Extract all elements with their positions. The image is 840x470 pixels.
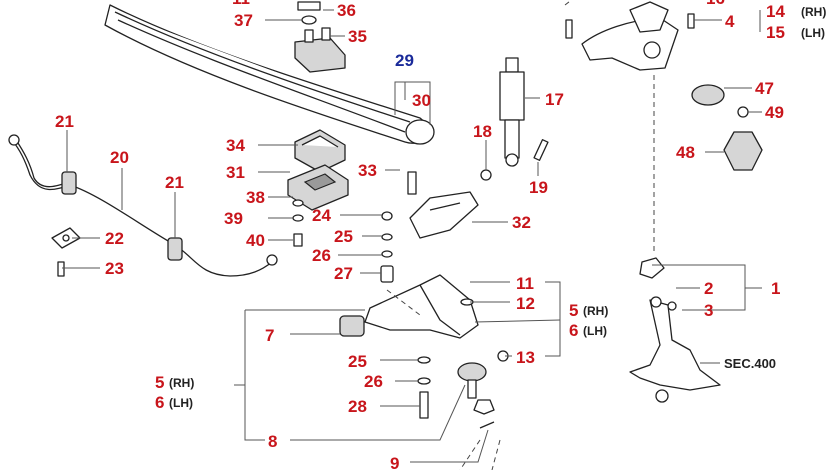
callout-1: 1 <box>771 279 780 298</box>
callout-48: 48 <box>676 143 695 162</box>
callout-23: 23 <box>105 259 124 278</box>
callout-18: 18 <box>473 122 492 141</box>
callout-22: 22 <box>105 229 124 248</box>
callout-numbers: 1 2 3 4 5 6 5 6 7 8 9 11 11 12 13 14 15 … <box>55 0 785 470</box>
callout-36: 36 <box>337 1 356 20</box>
callout-8: 8 <box>268 432 277 451</box>
shock-bracket-32 <box>407 171 479 239</box>
callout-16: 16 <box>706 0 725 8</box>
bump-stopper-47-48 <box>691 84 763 171</box>
callout-12: 12 <box>516 294 535 313</box>
callout-37: 37 <box>234 11 253 30</box>
callout-17: 17 <box>545 90 564 109</box>
callout-11: 11 <box>516 274 534 293</box>
section-reference: SEC.400 <box>724 356 776 371</box>
assembly-lines <box>386 0 655 470</box>
callout-47: 47 <box>755 79 774 98</box>
callout-5-right: 5 <box>569 301 578 320</box>
callout-20: 20 <box>110 148 129 167</box>
callout-27: 27 <box>334 264 353 283</box>
callout-21-right: 21 <box>165 173 184 192</box>
steering-knuckle <box>629 257 721 403</box>
callout-35: 35 <box>348 27 367 46</box>
small-hardware-left <box>292 199 304 247</box>
callout-26-lower: 26 <box>364 372 383 391</box>
callout-38: 38 <box>246 188 265 207</box>
tag-lh-left: (LH) <box>169 396 193 410</box>
tag-rh-right: (RH) <box>583 304 608 318</box>
bracket-and-bolt-left <box>51 227 81 277</box>
callout-15: 15 <box>766 23 785 42</box>
callout-31: 31 <box>226 163 245 182</box>
callout-26-upper: 26 <box>312 246 331 265</box>
tag-rh-left: (RH) <box>169 376 194 390</box>
leaf-spring <box>104 4 435 145</box>
spring-seat-31 <box>287 164 349 211</box>
callout-28: 28 <box>348 397 367 416</box>
callout-24: 24 <box>312 206 331 225</box>
callout-25-upper: 25 <box>334 227 353 246</box>
callout-19: 19 <box>529 178 548 197</box>
upper-control-arm <box>565 1 695 71</box>
callout-49: 49 <box>765 103 784 122</box>
callout-33: 33 <box>358 161 377 180</box>
callout-3: 3 <box>704 301 713 320</box>
callout-25-lower: 25 <box>348 352 367 371</box>
callout-11-left: 11 <box>232 0 250 8</box>
callout-21-left: 21 <box>55 112 74 131</box>
callout-2: 2 <box>704 279 713 298</box>
leader-lines <box>62 9 762 463</box>
callout-30: 30 <box>412 91 431 110</box>
callout-14: 14 <box>766 2 785 21</box>
callout-7: 7 <box>265 326 274 345</box>
callout-13: 13 <box>516 348 535 367</box>
callout-32: 32 <box>512 213 531 232</box>
tag-lh-right: (LH) <box>583 324 607 338</box>
callout-9: 9 <box>390 454 399 470</box>
callout-29: 29 <box>395 51 414 70</box>
tag-rh-top: (RH) <box>801 5 826 19</box>
lower-control-arm <box>339 274 509 362</box>
callout-34: 34 <box>226 136 245 155</box>
callout-6-left: 6 <box>155 393 164 412</box>
bump-pad-34 <box>294 129 346 173</box>
side-tags: (RH) (LH) (RH) (LH) (RH) (LH) <box>169 5 826 410</box>
lower-hardware-stack <box>417 356 431 419</box>
callout-40: 40 <box>246 231 265 250</box>
shock-absorber <box>480 57 549 181</box>
callout-39: 39 <box>224 209 243 228</box>
ball-joint-lower <box>457 362 495 429</box>
washers-center <box>380 211 394 283</box>
tag-lh-top: (LH) <box>801 26 825 40</box>
callout-5-left: 5 <box>155 373 164 392</box>
callout-6-right: 6 <box>569 321 578 340</box>
callout-4: 4 <box>725 12 735 31</box>
stabilizer-bar <box>8 134 278 277</box>
